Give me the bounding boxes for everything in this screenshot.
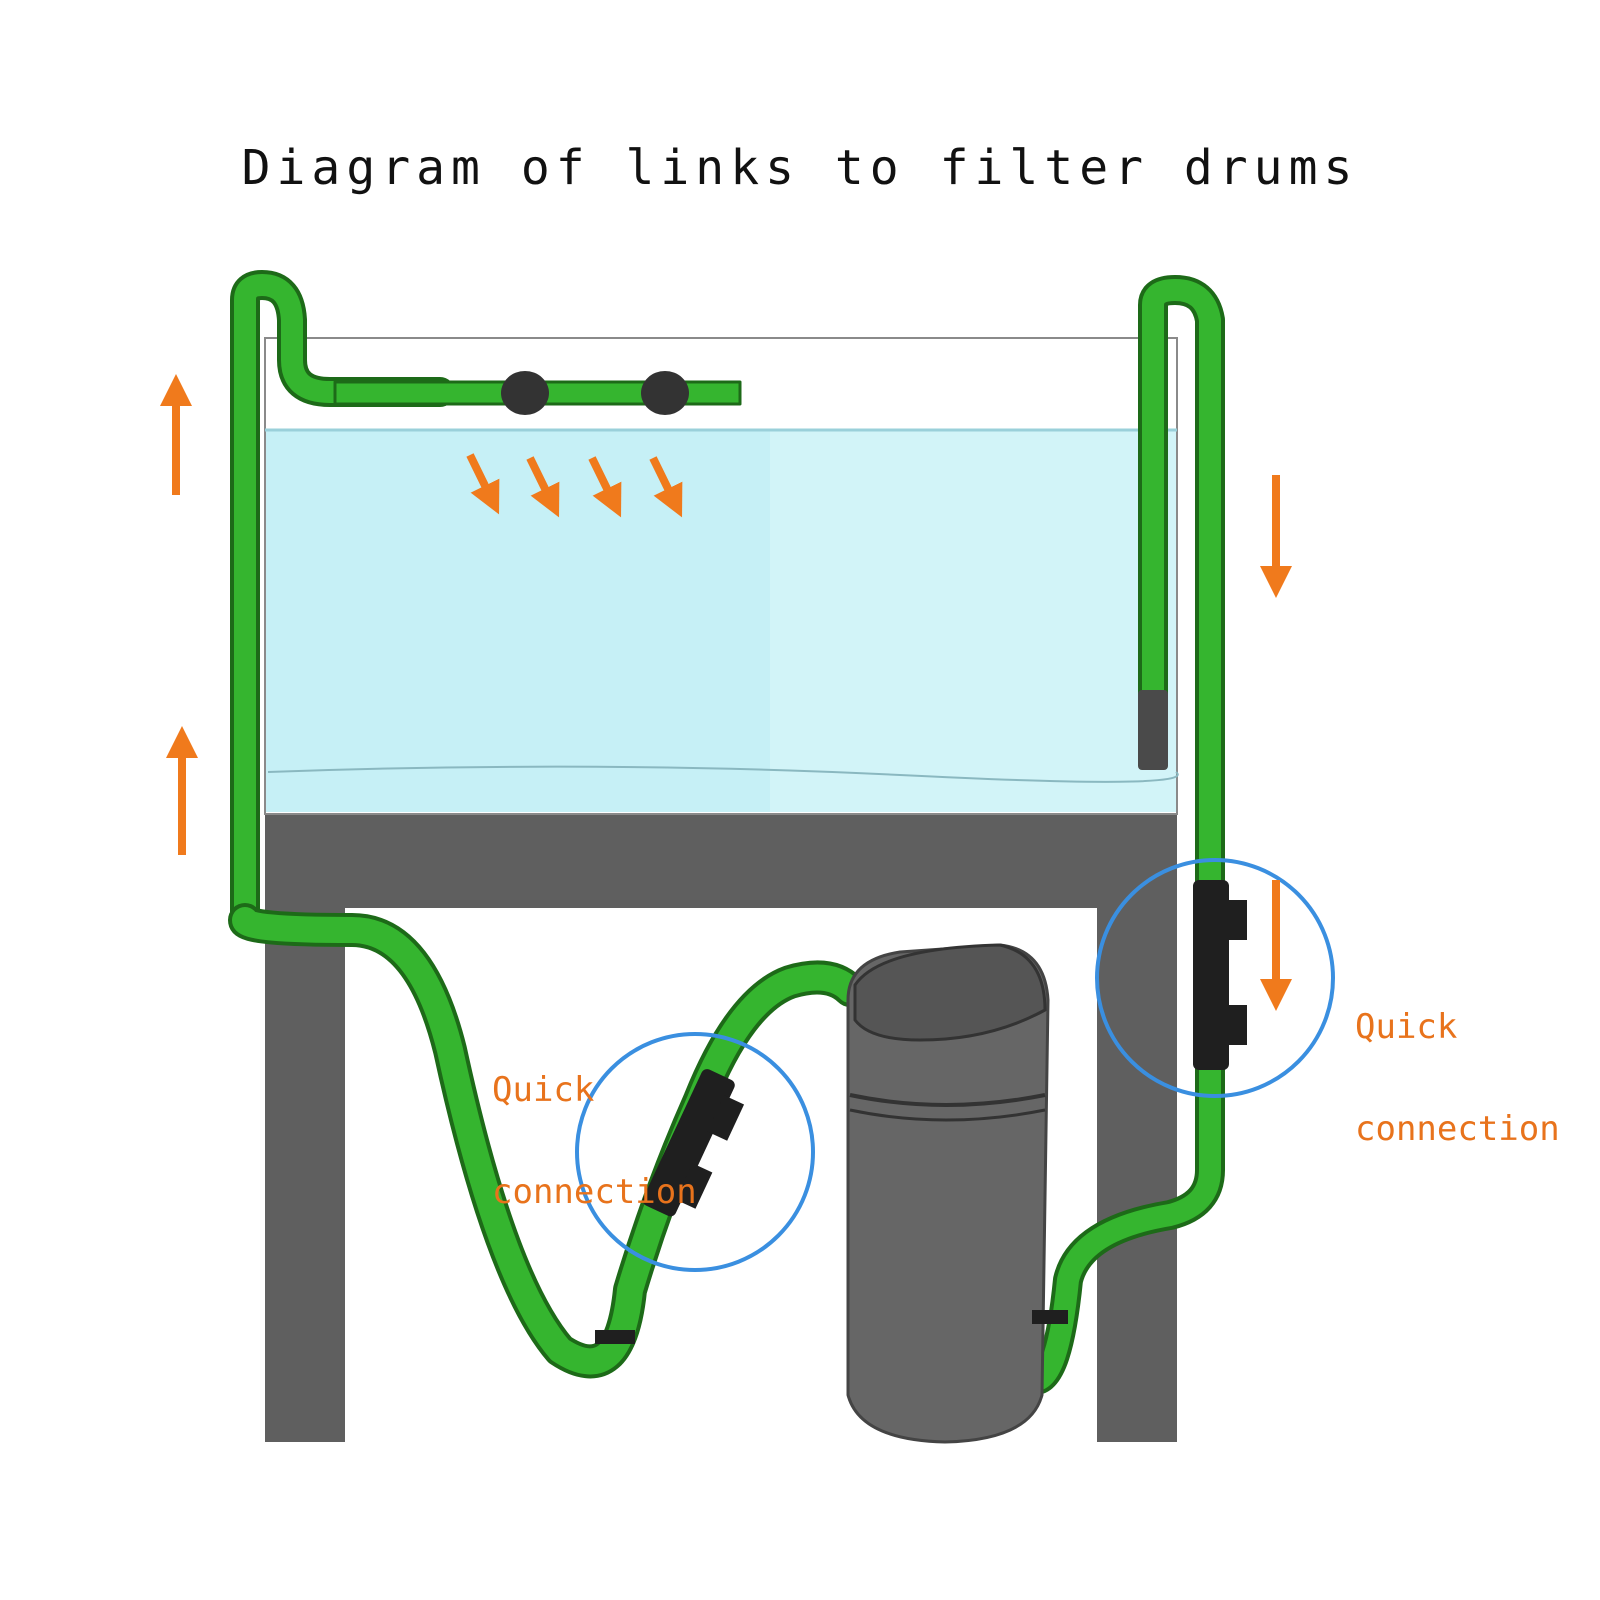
spray-arrow-4 bbox=[649, 456, 683, 518]
left-quick-connector bbox=[642, 1069, 745, 1217]
suction-cup-1 bbox=[501, 371, 549, 415]
hose-clamp-right bbox=[1032, 1310, 1068, 1324]
connector-valve-left-1 bbox=[707, 1095, 745, 1141]
connector-valve-right-2 bbox=[1225, 1005, 1247, 1045]
hose-clamp-left bbox=[595, 1330, 635, 1344]
quick-connection-label-right: Quick connection bbox=[1355, 942, 1560, 1214]
stand-left-leg bbox=[265, 812, 345, 1442]
spray-arrow-1 bbox=[466, 453, 500, 515]
filter-outflow-hose bbox=[232, 907, 863, 1375]
aquarium-stand bbox=[265, 812, 1177, 1442]
canister-latch-band bbox=[849, 1093, 1046, 1107]
connector-valve-right-1 bbox=[1225, 900, 1247, 940]
stand-top-beam bbox=[265, 812, 1177, 908]
right-quick-connector bbox=[1193, 880, 1247, 1070]
canister-lid bbox=[853, 943, 1047, 1042]
connector-valve-left-2 bbox=[675, 1163, 713, 1209]
canister-filter bbox=[846, 943, 1050, 1444]
aquarium-tank bbox=[264, 337, 1179, 815]
spray-arrow-3 bbox=[588, 456, 622, 518]
quick-connection-highlight-right bbox=[1095, 858, 1335, 1098]
intake-strainer bbox=[1138, 690, 1168, 770]
quick-connection-highlight-left bbox=[575, 1032, 815, 1272]
spray-arrow-2 bbox=[526, 456, 560, 518]
label-left-line2: connection bbox=[492, 1172, 697, 1212]
diagram-title: Diagram of links to filter drums bbox=[241, 140, 1359, 196]
label-left-line1: Quick bbox=[492, 1070, 595, 1110]
gravel-line bbox=[267, 765, 1179, 783]
tank-water-reflection bbox=[770, 430, 1176, 812]
canister-body bbox=[846, 943, 1050, 1444]
label-right-line2: connection bbox=[1355, 1109, 1560, 1149]
canister-latch-band-lower bbox=[849, 1108, 1046, 1122]
return-hose bbox=[234, 274, 451, 931]
flow-arrows bbox=[160, 374, 1292, 1011]
quick-connection-label-left: Quick connection bbox=[492, 1005, 697, 1277]
suction-cup-2 bbox=[641, 371, 689, 415]
label-right-line1: Quick bbox=[1355, 1007, 1458, 1047]
stand-right-leg bbox=[1097, 812, 1177, 1442]
connector-body-right bbox=[1193, 880, 1229, 1070]
connector-body-left bbox=[642, 1069, 735, 1217]
